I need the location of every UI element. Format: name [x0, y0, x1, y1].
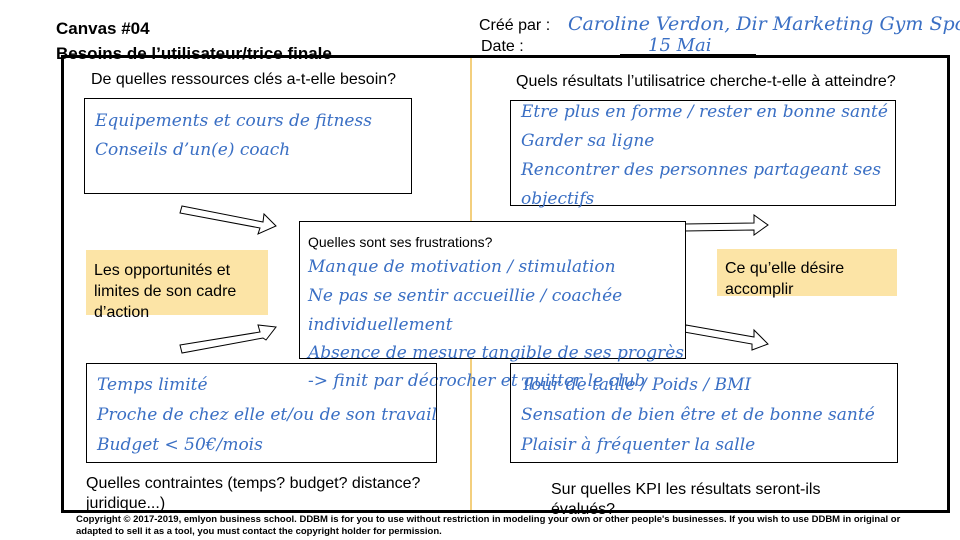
- canvas-frame: [61, 55, 950, 513]
- arrow-frustrations-to-kpi: [683, 324, 769, 351]
- results-answer-4: objectifs: [521, 189, 595, 209]
- arrow-resources-to-frustrations: [179, 205, 277, 235]
- constraints-answer-2: Proche de chez elle et/ou de son travail: [97, 405, 437, 425]
- date-underline: [620, 54, 756, 55]
- date-value: 15 Mai: [648, 35, 712, 56]
- kpi-answer-3: Plaisir à fréquenter la salle: [521, 435, 756, 455]
- constraints-question: Quelles contraintes (temps? budget? dist…: [86, 475, 421, 512]
- kpi-question: Sur quelles KPI les résultats seront-ils…: [551, 481, 821, 518]
- canvas-title: Canvas #04: [56, 19, 150, 38]
- frustrations-question: Quelles sont ses frustrations?: [308, 234, 493, 250]
- arrow-frustrations-to-results: [683, 214, 769, 236]
- date-label: Date :: [481, 38, 524, 55]
- frustrations-box: Quelles sont ses frustrations? Manque de…: [299, 221, 686, 363]
- results-answer-2: Garder sa ligne: [521, 131, 655, 151]
- results-question: Quels résultats l’utilisatrice cherche-t…: [516, 73, 896, 90]
- resources-answer-2: Conseils d’un(e) coach: [95, 140, 291, 160]
- results-answer-3: Rencontrer des personnes partageant ses: [521, 160, 882, 180]
- constraints-answer-3: Budget < 50€/mois: [97, 435, 263, 455]
- opportunities-label: Les opportunités et limites de son cadre…: [86, 250, 268, 321]
- arrow-constraints-to-frustrations: [179, 324, 277, 354]
- kpi-answer-1: Tour de taille / Poids / BMI: [521, 375, 752, 395]
- kpi-answer-2: Sensation de bien être et de bonne santé: [521, 405, 875, 425]
- resources-question: De quelles ressources clés a-t-elle beso…: [91, 71, 397, 88]
- frustrations-answer-5: -> finit par décrocher et quitter le clu…: [308, 371, 646, 391]
- resources-box: Equipements et cours de fitness Conseils…: [84, 98, 412, 194]
- frustrations-answer-1: Manque de motivation / stimulation: [308, 257, 616, 277]
- created-by-value: Caroline Verdon, Dir Marketing Gym Sport…: [568, 13, 960, 35]
- constraints-box: Temps limité Proche de chez elle et/ou d…: [86, 363, 437, 463]
- desire-label: Ce qu’elle désire accomplir: [717, 249, 897, 298]
- results-answer-1: Etre plus en forme / rester en bonne san…: [521, 102, 888, 122]
- frustrations-answer-3: individuellement: [308, 315, 453, 335]
- kpi-box: Tour de taille / Poids / BMI Sensation d…: [510, 363, 898, 463]
- frustrations-answer-4: Absence de mesure tangible de ses progrè…: [308, 343, 684, 363]
- results-box: Etre plus en forme / rester en bonne san…: [510, 100, 896, 209]
- copyright-notice: Copyright © 2017-2019, emlyon business s…: [76, 514, 906, 538]
- resources-answer-1: Equipements et cours de fitness: [95, 111, 372, 131]
- frustrations-answer-2: Ne pas se sentir accueillie / coachée: [308, 286, 623, 306]
- created-by-label: Créé par :: [479, 17, 551, 34]
- constraints-answer-1: Temps limité: [97, 375, 208, 395]
- canvas-subtitle: Besoins de l’utilisateur/trice finale: [56, 44, 332, 63]
